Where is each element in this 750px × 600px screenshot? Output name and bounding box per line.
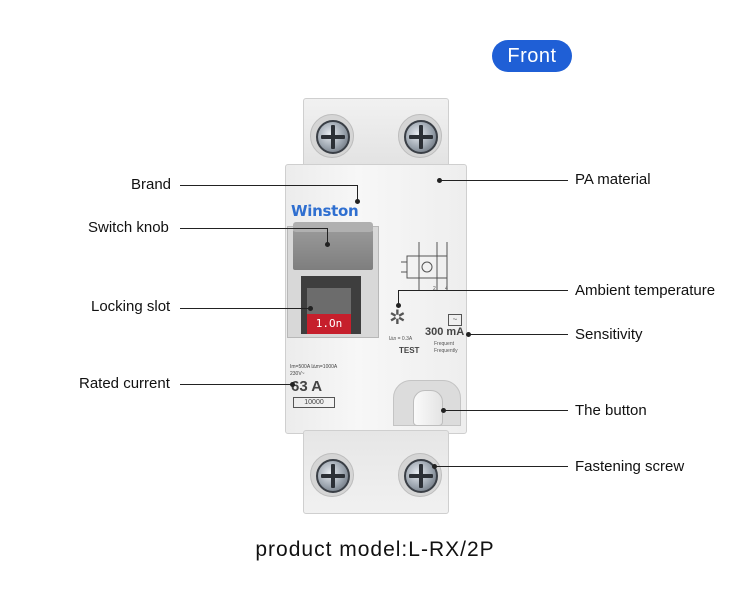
switch-knob-cap[interactable] bbox=[293, 222, 373, 232]
screw-icon bbox=[316, 459, 350, 493]
callout-line bbox=[180, 384, 292, 385]
snowflake-icon: ✲ bbox=[389, 307, 406, 329]
callout-dot bbox=[437, 178, 442, 183]
callout-line bbox=[435, 466, 568, 467]
callout-line bbox=[444, 410, 568, 411]
svg-text:4: 4 bbox=[445, 286, 448, 292]
callout-ambient-temperature: Ambient temperature bbox=[575, 282, 716, 299]
callout-sensitivity: Sensitivity bbox=[575, 326, 643, 343]
svg-text:2: 2 bbox=[433, 286, 436, 292]
screw-icon bbox=[316, 120, 350, 154]
callout-dot bbox=[466, 332, 471, 337]
callout-line bbox=[440, 180, 568, 181]
brand-logo: Winston bbox=[291, 202, 359, 220]
rated-current-value: 63 A bbox=[291, 378, 323, 395]
callout-dot bbox=[432, 464, 437, 469]
callout-dot bbox=[441, 408, 446, 413]
callout-line bbox=[398, 290, 399, 305]
ratings-line: Im=500A I∆m=1000A bbox=[290, 364, 338, 370]
callout-line bbox=[180, 228, 328, 229]
callout-line bbox=[180, 308, 310, 309]
screw-icon bbox=[404, 120, 438, 154]
slot-insert bbox=[307, 288, 351, 314]
callout-the-button: The button bbox=[575, 402, 647, 419]
callout-dot bbox=[325, 242, 330, 247]
frequency-text: Frequently bbox=[434, 348, 458, 354]
callout-dot bbox=[290, 382, 295, 387]
callout-switch-knob: Switch knob bbox=[88, 219, 169, 236]
schematic-icon: 2 4 bbox=[401, 242, 448, 292]
callout-brand: Brand bbox=[131, 176, 172, 193]
callout-line bbox=[357, 185, 358, 201]
switch-knob[interactable] bbox=[293, 228, 373, 270]
on-indicator: 1.On bbox=[307, 314, 351, 334]
callout-dot bbox=[396, 303, 401, 308]
voltage-line: 230V~ bbox=[290, 371, 305, 377]
callout-dot bbox=[355, 199, 360, 204]
breaking-capacity: 10000 bbox=[293, 397, 335, 408]
sensitivity-value: 300 mA bbox=[425, 326, 465, 338]
front-badge: Front bbox=[492, 40, 572, 72]
callout-rated-current: Rated current bbox=[79, 375, 170, 392]
test-button[interactable] bbox=[413, 390, 443, 426]
rcd-device: Winston 1.On 2 4 ✲ I∆n = 0.3A TEST ~ 300… bbox=[285, 98, 467, 514]
ac-symbol: ~ bbox=[448, 314, 462, 326]
callout-line bbox=[469, 334, 568, 335]
callout-locking-slot: Locking slot bbox=[91, 298, 171, 315]
callout-pa-material: PA material bbox=[575, 171, 651, 188]
callout-dot bbox=[308, 306, 313, 311]
test-label: TEST bbox=[399, 346, 420, 355]
residual-current-label: I∆n = 0.3A bbox=[389, 336, 413, 342]
callout-line bbox=[398, 290, 568, 291]
callout-line bbox=[327, 228, 328, 244]
callout-fastening-screw: Fastening screw bbox=[575, 458, 685, 475]
product-model-caption: product model:L-RX/2P bbox=[255, 538, 495, 561]
frequency-text: Frequent bbox=[434, 341, 455, 347]
callout-line bbox=[180, 185, 358, 186]
screw-icon bbox=[404, 459, 438, 493]
